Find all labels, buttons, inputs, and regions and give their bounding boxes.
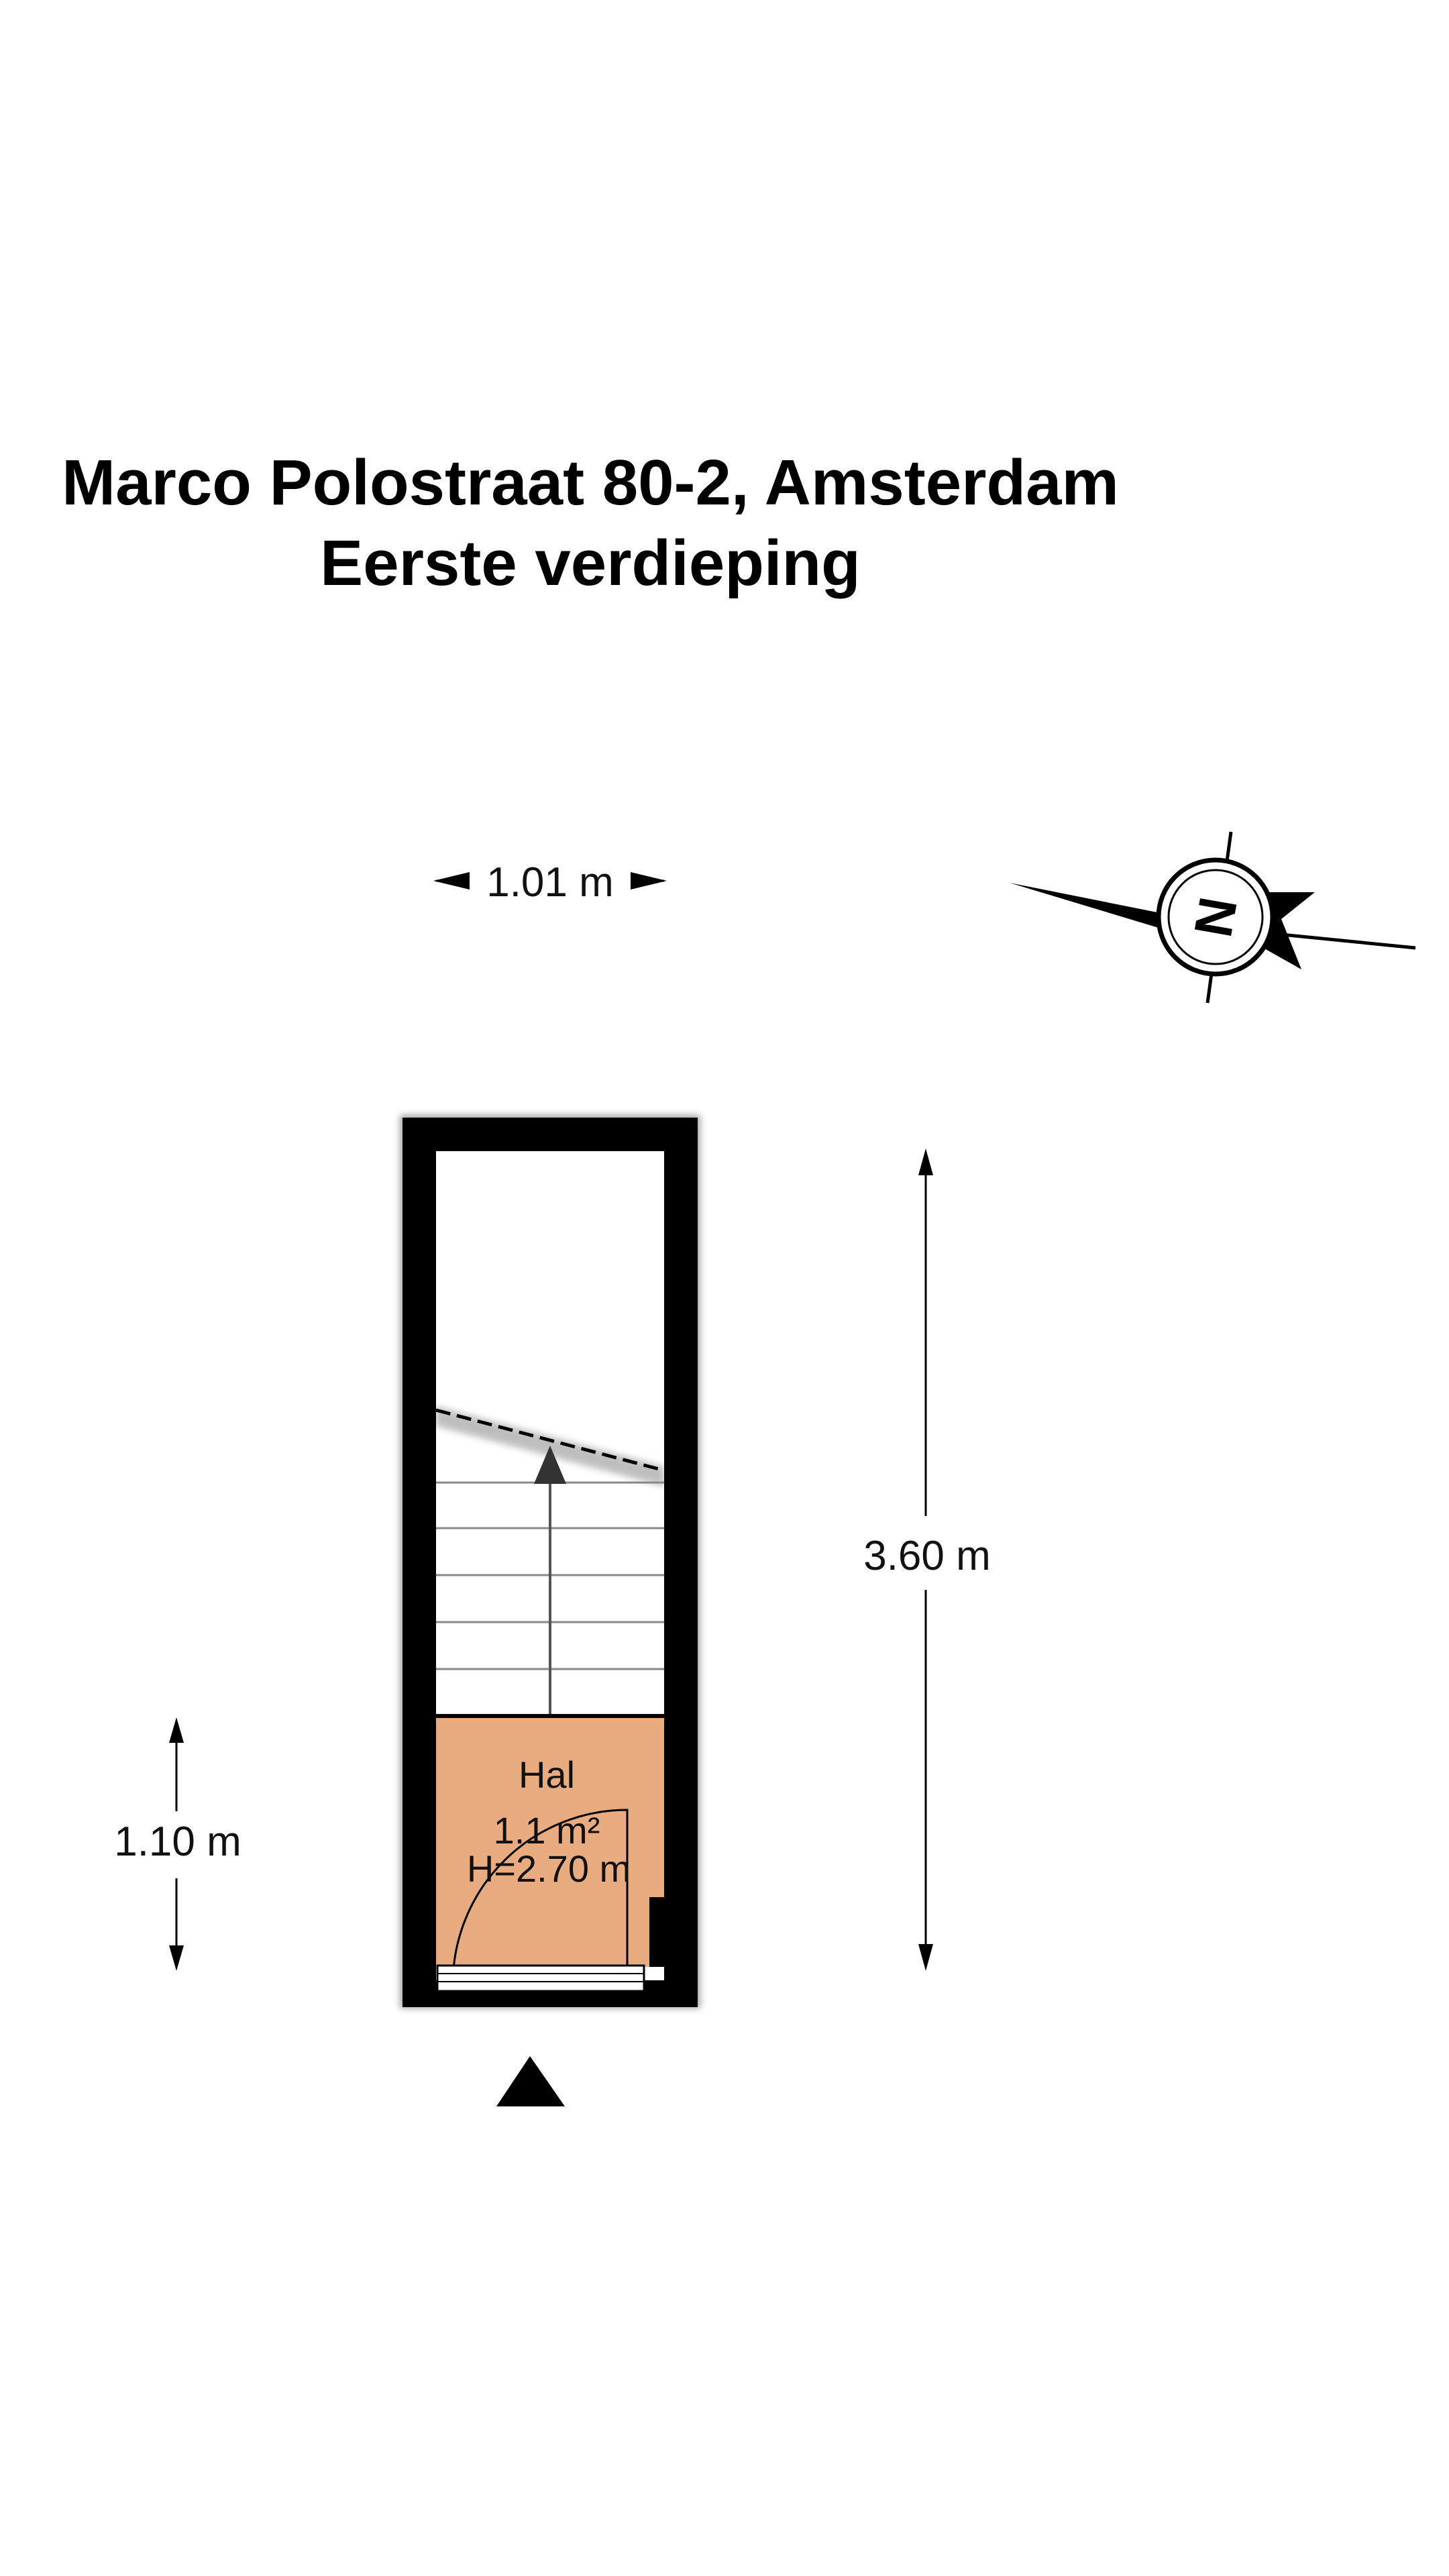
entrance-arrow-icon <box>496 2056 565 2106</box>
room-height: H=2.70 m <box>467 1847 631 1890</box>
door-swing <box>451 1809 629 1985</box>
hall-room: Hal 1.1 m² H=2.70 m <box>436 1714 664 1992</box>
hall-depth-dimension: 1.10 m <box>114 1717 241 1971</box>
address-title: Marco Polostraat 80-2, Amsterdam <box>62 447 1119 519</box>
title-block: Marco Polostraat 80-2, Amsterdam Eerste … <box>0 443 1181 604</box>
compass-icon: N <box>1010 831 1416 1004</box>
staircase <box>435 1406 665 1717</box>
length-dimension: 3.60 m <box>863 1148 991 1971</box>
hall-depth-label: 1.10 m <box>114 1819 241 1865</box>
width-dimension: 1.01 m <box>433 859 667 906</box>
floor-title: Eerste verdieping <box>320 527 861 599</box>
room-name: Hal <box>519 1754 575 1796</box>
door-threshold <box>436 1964 645 1992</box>
length-label: 3.60 m <box>863 1533 991 1579</box>
stair-direction-arrow <box>534 1446 566 1484</box>
room-area: 1.1 m² <box>494 1809 600 1851</box>
width-label: 1.01 m <box>486 859 614 906</box>
